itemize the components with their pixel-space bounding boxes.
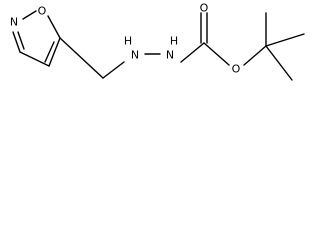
atom-h-hydrazine-1: H [124, 35, 132, 48]
atom-labels: N O H N H N O O [10, 2, 241, 76]
atom-h-hydrazine-2: H [170, 35, 178, 48]
bond-ring-o-c5 [47, 15, 61, 39]
atom-n-ring: N [10, 16, 18, 29]
atom-o-ester: O [232, 63, 241, 76]
bond-c5-ch2 [59, 37, 104, 79]
bond-cq-methyl-right [265, 33, 305, 47]
atom-o-ring: O [38, 5, 47, 18]
bond-cq-methyl-bottom [265, 45, 293, 81]
bond-nh-carbonyl [180, 42, 205, 63]
atom-o-carbonyl: O [200, 2, 209, 15]
bond-ch2-nh [102, 61, 125, 79]
bond-ring-c3-n [12, 31, 21, 53]
bond-o-ester-cq [243, 45, 267, 66]
bond-ring-c5-c4-double [44, 41, 55, 63]
bond-ring-c5-c4 [48, 37, 61, 67]
atom-n-hydrazine-2: N [166, 49, 174, 62]
bond-ring-n-o [22, 10, 37, 20]
atom-n-hydrazine-1: N [131, 49, 139, 62]
bond-ring-c4-c3 [19, 51, 50, 67]
bond-carbonyl-o-ester [203, 42, 230, 66]
chemical-structure-diagram: N O H N H N O O [10, 2, 305, 81]
bond-ring-c3-n-double [17, 31, 25, 50]
isoxazole-ring [12, 10, 61, 67]
side-chain [59, 12, 305, 81]
